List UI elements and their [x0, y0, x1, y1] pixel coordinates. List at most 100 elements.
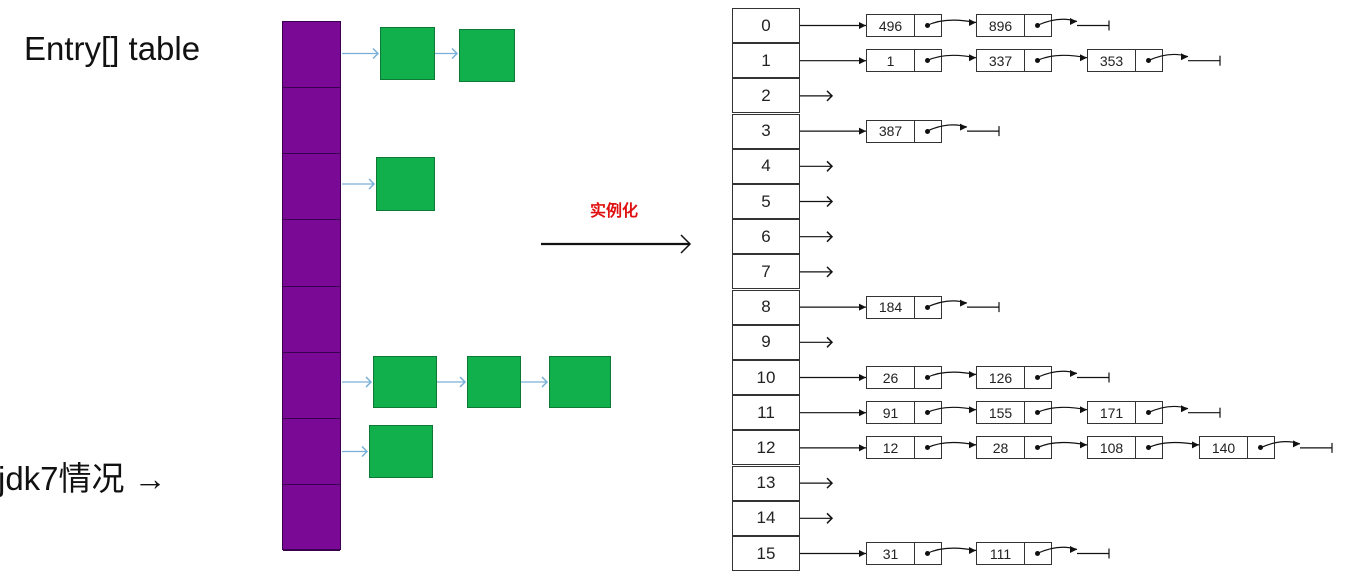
- chain-node-key: 155: [977, 402, 1025, 424]
- jdk7-note-label: jdk7情况 →: [0, 460, 167, 497]
- chain-node: 184: [866, 295, 942, 319]
- bucket-cell: 5: [732, 184, 800, 219]
- next-pointer-head: [1192, 441, 1199, 449]
- bucket-cell: 4: [732, 148, 800, 184]
- bucket-cell: 8: [732, 289, 800, 325]
- empty-bucket-arrow-head: [826, 477, 834, 489]
- chain-node: 111: [976, 542, 1052, 565]
- empty-bucket-arrow-head: [826, 90, 834, 102]
- chain-node-key: 31: [867, 543, 915, 564]
- empty-bucket-arrow-head: [826, 231, 834, 243]
- chain-node-key: 12: [867, 437, 915, 459]
- left-chain-arrow-head: [459, 376, 467, 388]
- entry-table-label: Entry[] table: [24, 30, 201, 67]
- instantiate-label: 实例化: [590, 201, 639, 220]
- next-pointer: [926, 54, 977, 62]
- next-pointer: [1036, 54, 1088, 62]
- next-pointer-head: [969, 406, 976, 414]
- next-pointer-head: [1080, 441, 1087, 449]
- next-pointer-head: [969, 371, 976, 378]
- bucket-cell: 7: [732, 254, 800, 290]
- next-pointer-head: [1080, 406, 1087, 414]
- table-slot: [283, 353, 340, 419]
- left-chain-arrow-head: [368, 178, 376, 190]
- bucket-arrow-head: [859, 303, 866, 311]
- next-pointer-head: [969, 547, 976, 554]
- bucket-arrow-head: [859, 127, 866, 135]
- next-pointer: [1147, 441, 1200, 449]
- chain-node: 28: [976, 436, 1052, 460]
- chain-node: 387: [866, 119, 942, 143]
- null-pointer-head: [960, 299, 967, 307]
- bucket-cell: 3: [732, 113, 800, 149]
- entry-table-array: [282, 21, 341, 551]
- empty-bucket-arrow-head: [826, 512, 834, 524]
- entry-node: [549, 356, 611, 408]
- chain-node: 496: [866, 14, 942, 37]
- bucket-cell: 1: [732, 43, 800, 79]
- chain-node-key: 26: [867, 367, 915, 388]
- null-pointer-head: [1070, 370, 1077, 377]
- chain-node: 91: [866, 401, 942, 425]
- null-pointer-head: [1181, 405, 1188, 413]
- left-chain-arrow-head: [541, 376, 549, 388]
- chain-node-key: 184: [867, 296, 915, 318]
- chain-node-key: 353: [1088, 50, 1136, 72]
- chain-node: 337: [976, 49, 1052, 73]
- chain-node-key: 896: [977, 15, 1025, 36]
- chain-node: 108: [1087, 436, 1163, 460]
- empty-bucket-arrow-head: [826, 336, 834, 348]
- chain-node: 353: [1087, 49, 1163, 73]
- chain-node-key: 91: [867, 402, 915, 424]
- bucket-arrow-head: [859, 374, 866, 381]
- chain-node-key: 337: [977, 50, 1025, 72]
- chain-node-key: 496: [867, 15, 915, 36]
- null-pointer-head: [1181, 53, 1188, 61]
- bucket-cell: 15: [732, 536, 800, 571]
- table-slot: [283, 220, 340, 287]
- table-slot: [283, 287, 340, 353]
- chain-node-key: 111: [977, 543, 1025, 564]
- table-slot: [283, 88, 340, 155]
- table-slot: [283, 154, 340, 221]
- entry-node: [459, 29, 515, 82]
- next-pointer: [1036, 406, 1088, 414]
- table-slot: [283, 22, 340, 89]
- entry-node: [467, 356, 521, 408]
- next-pointer-head: [969, 19, 976, 26]
- chain-node-key: 28: [977, 437, 1025, 459]
- next-pointer: [926, 441, 977, 449]
- chain-node-key: 171: [1088, 402, 1136, 424]
- next-pointer: [1036, 441, 1088, 449]
- next-pointer: [926, 371, 977, 379]
- bucket-cell: 6: [732, 219, 800, 255]
- next-pointer-head: [1080, 54, 1087, 62]
- bucket-arrow-head: [859, 409, 866, 417]
- bucket-arrow-head: [859, 550, 866, 557]
- table-slot: [283, 419, 340, 485]
- chain-node: 126: [976, 366, 1052, 389]
- next-pointer-head: [969, 441, 976, 449]
- instantiate-arrow-head: [680, 234, 692, 254]
- next-pointer: [926, 19, 977, 27]
- left-chain-arrow-head: [365, 376, 373, 388]
- null-pointer-head: [1293, 440, 1300, 448]
- chain-node-key: 387: [867, 120, 915, 142]
- bucket-arrow-head: [859, 444, 866, 452]
- entry-node: [376, 157, 435, 211]
- entry-node: [373, 356, 437, 408]
- bucket-arrow-head: [859, 22, 866, 29]
- chain-node: 26: [866, 366, 942, 389]
- chain-node-key: 140: [1200, 437, 1248, 459]
- bucket-cell: 13: [732, 465, 800, 501]
- chain-node-key: 108: [1088, 437, 1136, 459]
- next-pointer: [926, 547, 977, 555]
- bucket-cell: 11: [732, 395, 800, 431]
- left-chain-arrow-head: [372, 47, 380, 60]
- empty-bucket-arrow-head: [826, 195, 834, 208]
- bucket-cell: 14: [732, 500, 800, 536]
- null-pointer-head: [1070, 546, 1077, 553]
- null-pointer-head: [1070, 18, 1077, 25]
- bucket-arrow-head: [859, 57, 866, 65]
